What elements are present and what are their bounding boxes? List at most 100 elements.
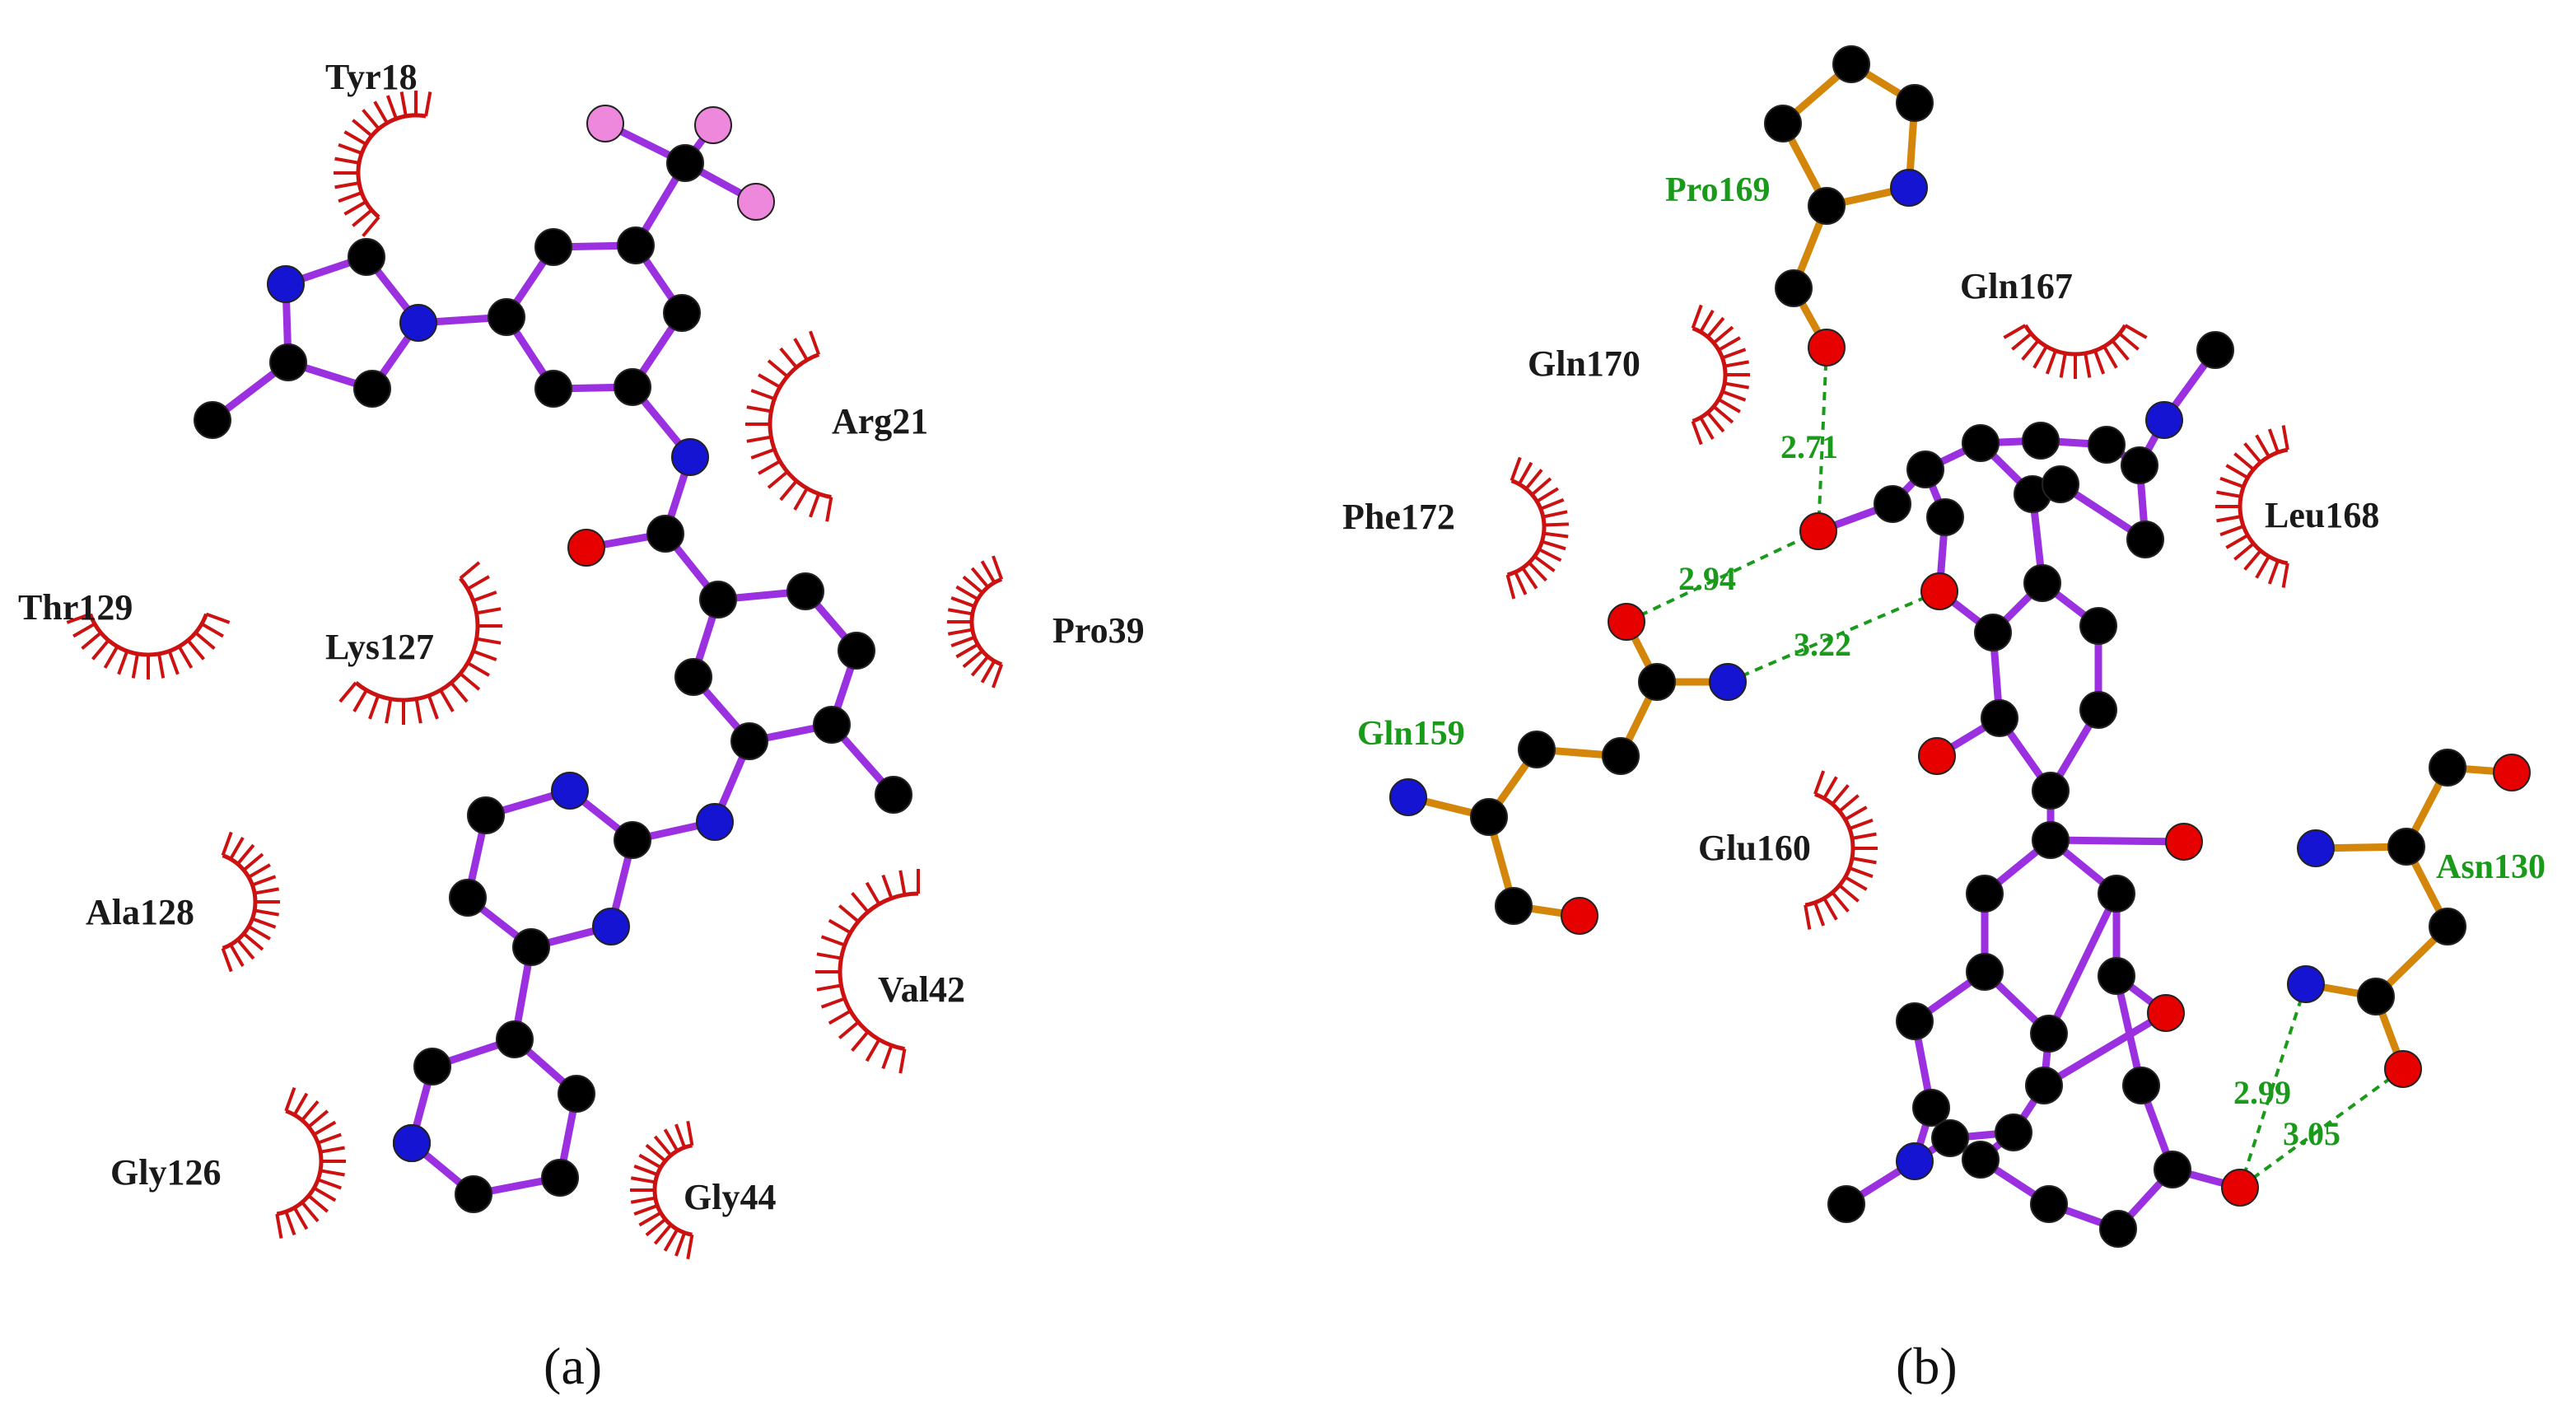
hydrophobic-arc-gln170 bbox=[1691, 304, 1750, 446]
atom-N bbox=[1389, 778, 1427, 816]
atom-C bbox=[730, 722, 768, 760]
atom-C bbox=[2121, 446, 2158, 484]
atom-C bbox=[1827, 1185, 1865, 1223]
hbond-distance-label: 2.99 bbox=[2233, 1074, 2291, 1111]
atom-C bbox=[1638, 663, 1676, 701]
hydrophobic-arc-tyr18 bbox=[334, 91, 432, 237]
atom-C bbox=[467, 796, 505, 834]
atom-C bbox=[2079, 607, 2117, 645]
atom-C bbox=[2126, 521, 2164, 558]
atom-C bbox=[2023, 564, 2061, 602]
atom-C bbox=[1931, 1119, 1969, 1157]
atom-C bbox=[2099, 1210, 2137, 1248]
atom-O bbox=[1808, 329, 1846, 367]
atom-N bbox=[671, 438, 709, 476]
atom-C bbox=[1602, 737, 1640, 775]
atom-C bbox=[646, 515, 684, 553]
atom-C bbox=[488, 298, 525, 336]
atom-N bbox=[267, 265, 305, 303]
atom-C bbox=[699, 581, 737, 619]
hbond-distance-label: 2.94 bbox=[1678, 560, 1736, 597]
atom-C bbox=[2154, 1151, 2191, 1188]
atom-C bbox=[2098, 957, 2135, 995]
atom-C bbox=[1912, 1089, 1950, 1127]
atom-O bbox=[1608, 603, 1645, 641]
atom-C bbox=[614, 821, 651, 859]
atoms bbox=[194, 45, 2531, 1248]
atom-C bbox=[413, 1048, 451, 1086]
atom-C bbox=[1832, 45, 1870, 83]
atom-C bbox=[813, 706, 851, 744]
atom-C bbox=[1808, 187, 1846, 225]
residue-label-thr129: Thr129 bbox=[18, 587, 133, 628]
atom-F bbox=[586, 105, 624, 142]
atom-C bbox=[269, 343, 307, 381]
atom-C bbox=[496, 1020, 534, 1058]
atom-N bbox=[1890, 169, 1928, 207]
atom-C bbox=[2429, 908, 2466, 945]
atom-N bbox=[2287, 965, 2325, 1003]
atom-N bbox=[2297, 829, 2335, 867]
atom-C bbox=[2030, 1185, 2068, 1223]
atom-O bbox=[2147, 994, 2185, 1032]
hbond-line bbox=[1817, 347, 1828, 532]
atom-C bbox=[2022, 422, 2060, 460]
bond bbox=[2046, 836, 2188, 846]
atom-C bbox=[2088, 426, 2126, 464]
residue-label-gln170: Gln170 bbox=[1528, 343, 1640, 384]
atom-C bbox=[1896, 1002, 1934, 1040]
hydrophobic-arc-gly44 bbox=[630, 1120, 694, 1260]
hydrophobic-arc-gln167 bbox=[2003, 324, 2148, 379]
atom-C bbox=[1906, 451, 1944, 488]
atom-C bbox=[2429, 749, 2466, 787]
atom-N bbox=[696, 803, 734, 841]
atom-C bbox=[2122, 1067, 2160, 1104]
residue-label-glu160: Glu160 bbox=[1698, 828, 1811, 868]
atom-C bbox=[353, 370, 391, 408]
hydrophobic-arc-phe172 bbox=[1505, 456, 1570, 600]
hydrophobic-arc-pro39 bbox=[947, 555, 1004, 689]
hbond-line bbox=[2238, 983, 2308, 1188]
bond bbox=[2045, 889, 2121, 1038]
atom-C bbox=[1966, 875, 2004, 913]
atom-C bbox=[2032, 821, 2070, 859]
atom-C bbox=[558, 1075, 595, 1113]
atom-C bbox=[1896, 84, 1934, 122]
hbond-residue-label-asn130: Asn130 bbox=[2436, 848, 2546, 886]
atom-O bbox=[1799, 512, 1837, 550]
residue-label-ala128: Ala128 bbox=[86, 892, 194, 932]
atom-N bbox=[592, 908, 630, 945]
atom-N bbox=[1709, 663, 1747, 701]
residue-label-gln167: Gln167 bbox=[1960, 266, 2073, 306]
residue-label-tyr18: Tyr18 bbox=[325, 57, 418, 97]
residue-label-val42: Val42 bbox=[878, 969, 965, 1010]
atom-C bbox=[1775, 269, 1813, 307]
atom-C bbox=[2357, 978, 2395, 1015]
hbond-residue-label-gln159: Gln159 bbox=[1357, 715, 1465, 753]
atom-C bbox=[449, 879, 487, 917]
labels: Tyr18 Arg21 Thr129 Lys127 Pro39 Ala128 V… bbox=[18, 57, 2546, 1395]
residue-label-lys127: Lys127 bbox=[325, 627, 434, 667]
atom-C bbox=[348, 238, 385, 276]
hbond-distance-label: 3.22 bbox=[1794, 626, 1851, 663]
atom-O bbox=[1918, 737, 1956, 775]
hbond-line bbox=[1626, 530, 1819, 623]
atom-F bbox=[737, 183, 775, 221]
atom-C bbox=[1974, 614, 2012, 651]
atom-C bbox=[541, 1159, 579, 1197]
atom-C bbox=[2032, 772, 2070, 810]
atom-N bbox=[2145, 401, 2183, 439]
hbond-distance-label: 2.71 bbox=[1780, 428, 1838, 465]
residue-label-phe172: Phe172 bbox=[1342, 497, 1455, 537]
atom-C bbox=[455, 1175, 492, 1213]
hydrophobic-arc-glu160 bbox=[1804, 770, 1878, 930]
atom-O bbox=[2165, 823, 2203, 861]
atom-C bbox=[1874, 485, 1911, 523]
atom-C bbox=[194, 401, 231, 439]
hydrophobic-arc-val42 bbox=[815, 869, 920, 1074]
atom-C bbox=[1962, 424, 2000, 462]
atom-C bbox=[674, 658, 712, 696]
panel-caption-b: (b) bbox=[1896, 1337, 1958, 1395]
atom-N bbox=[399, 304, 437, 342]
